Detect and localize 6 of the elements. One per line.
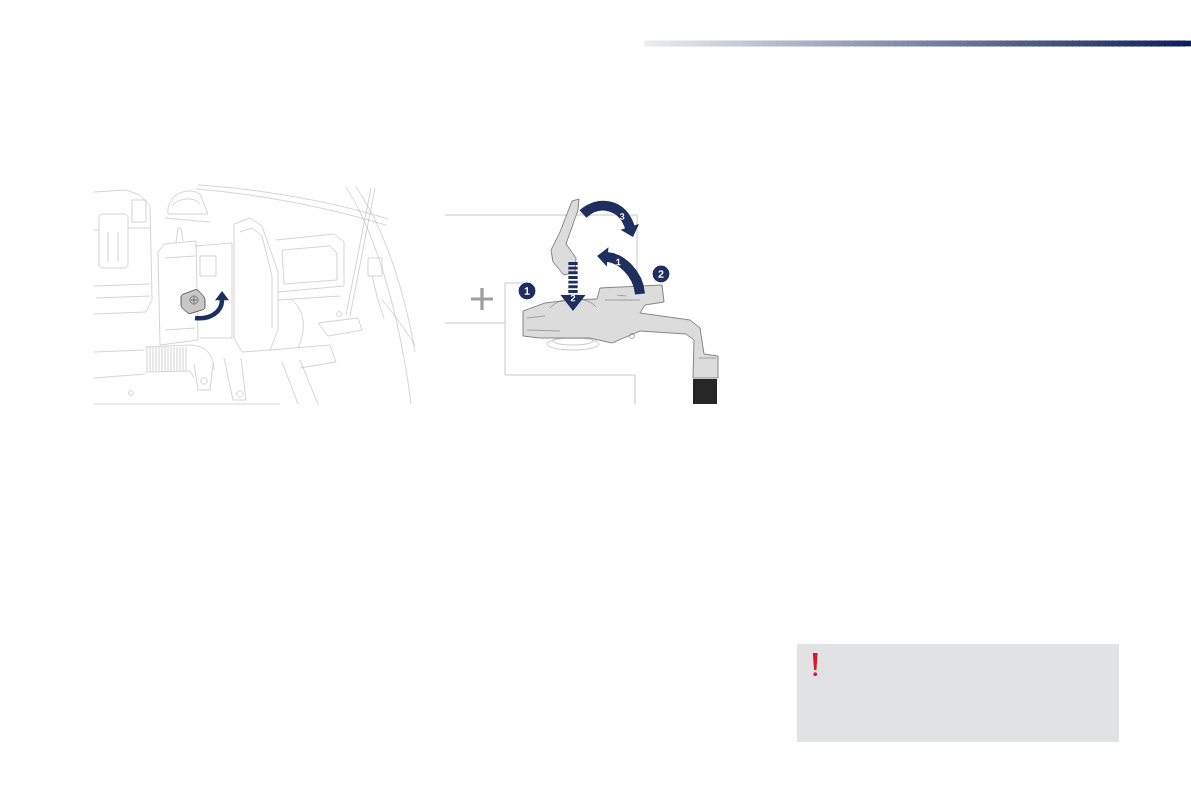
- step-number: 2: [570, 294, 576, 302]
- callout-number: 2: [651, 264, 671, 284]
- callout-number: 1: [517, 281, 537, 301]
- polarity-sign: +: [471, 287, 493, 311]
- step-number: 1: [616, 258, 621, 266]
- step-number: 3: [619, 213, 625, 220]
